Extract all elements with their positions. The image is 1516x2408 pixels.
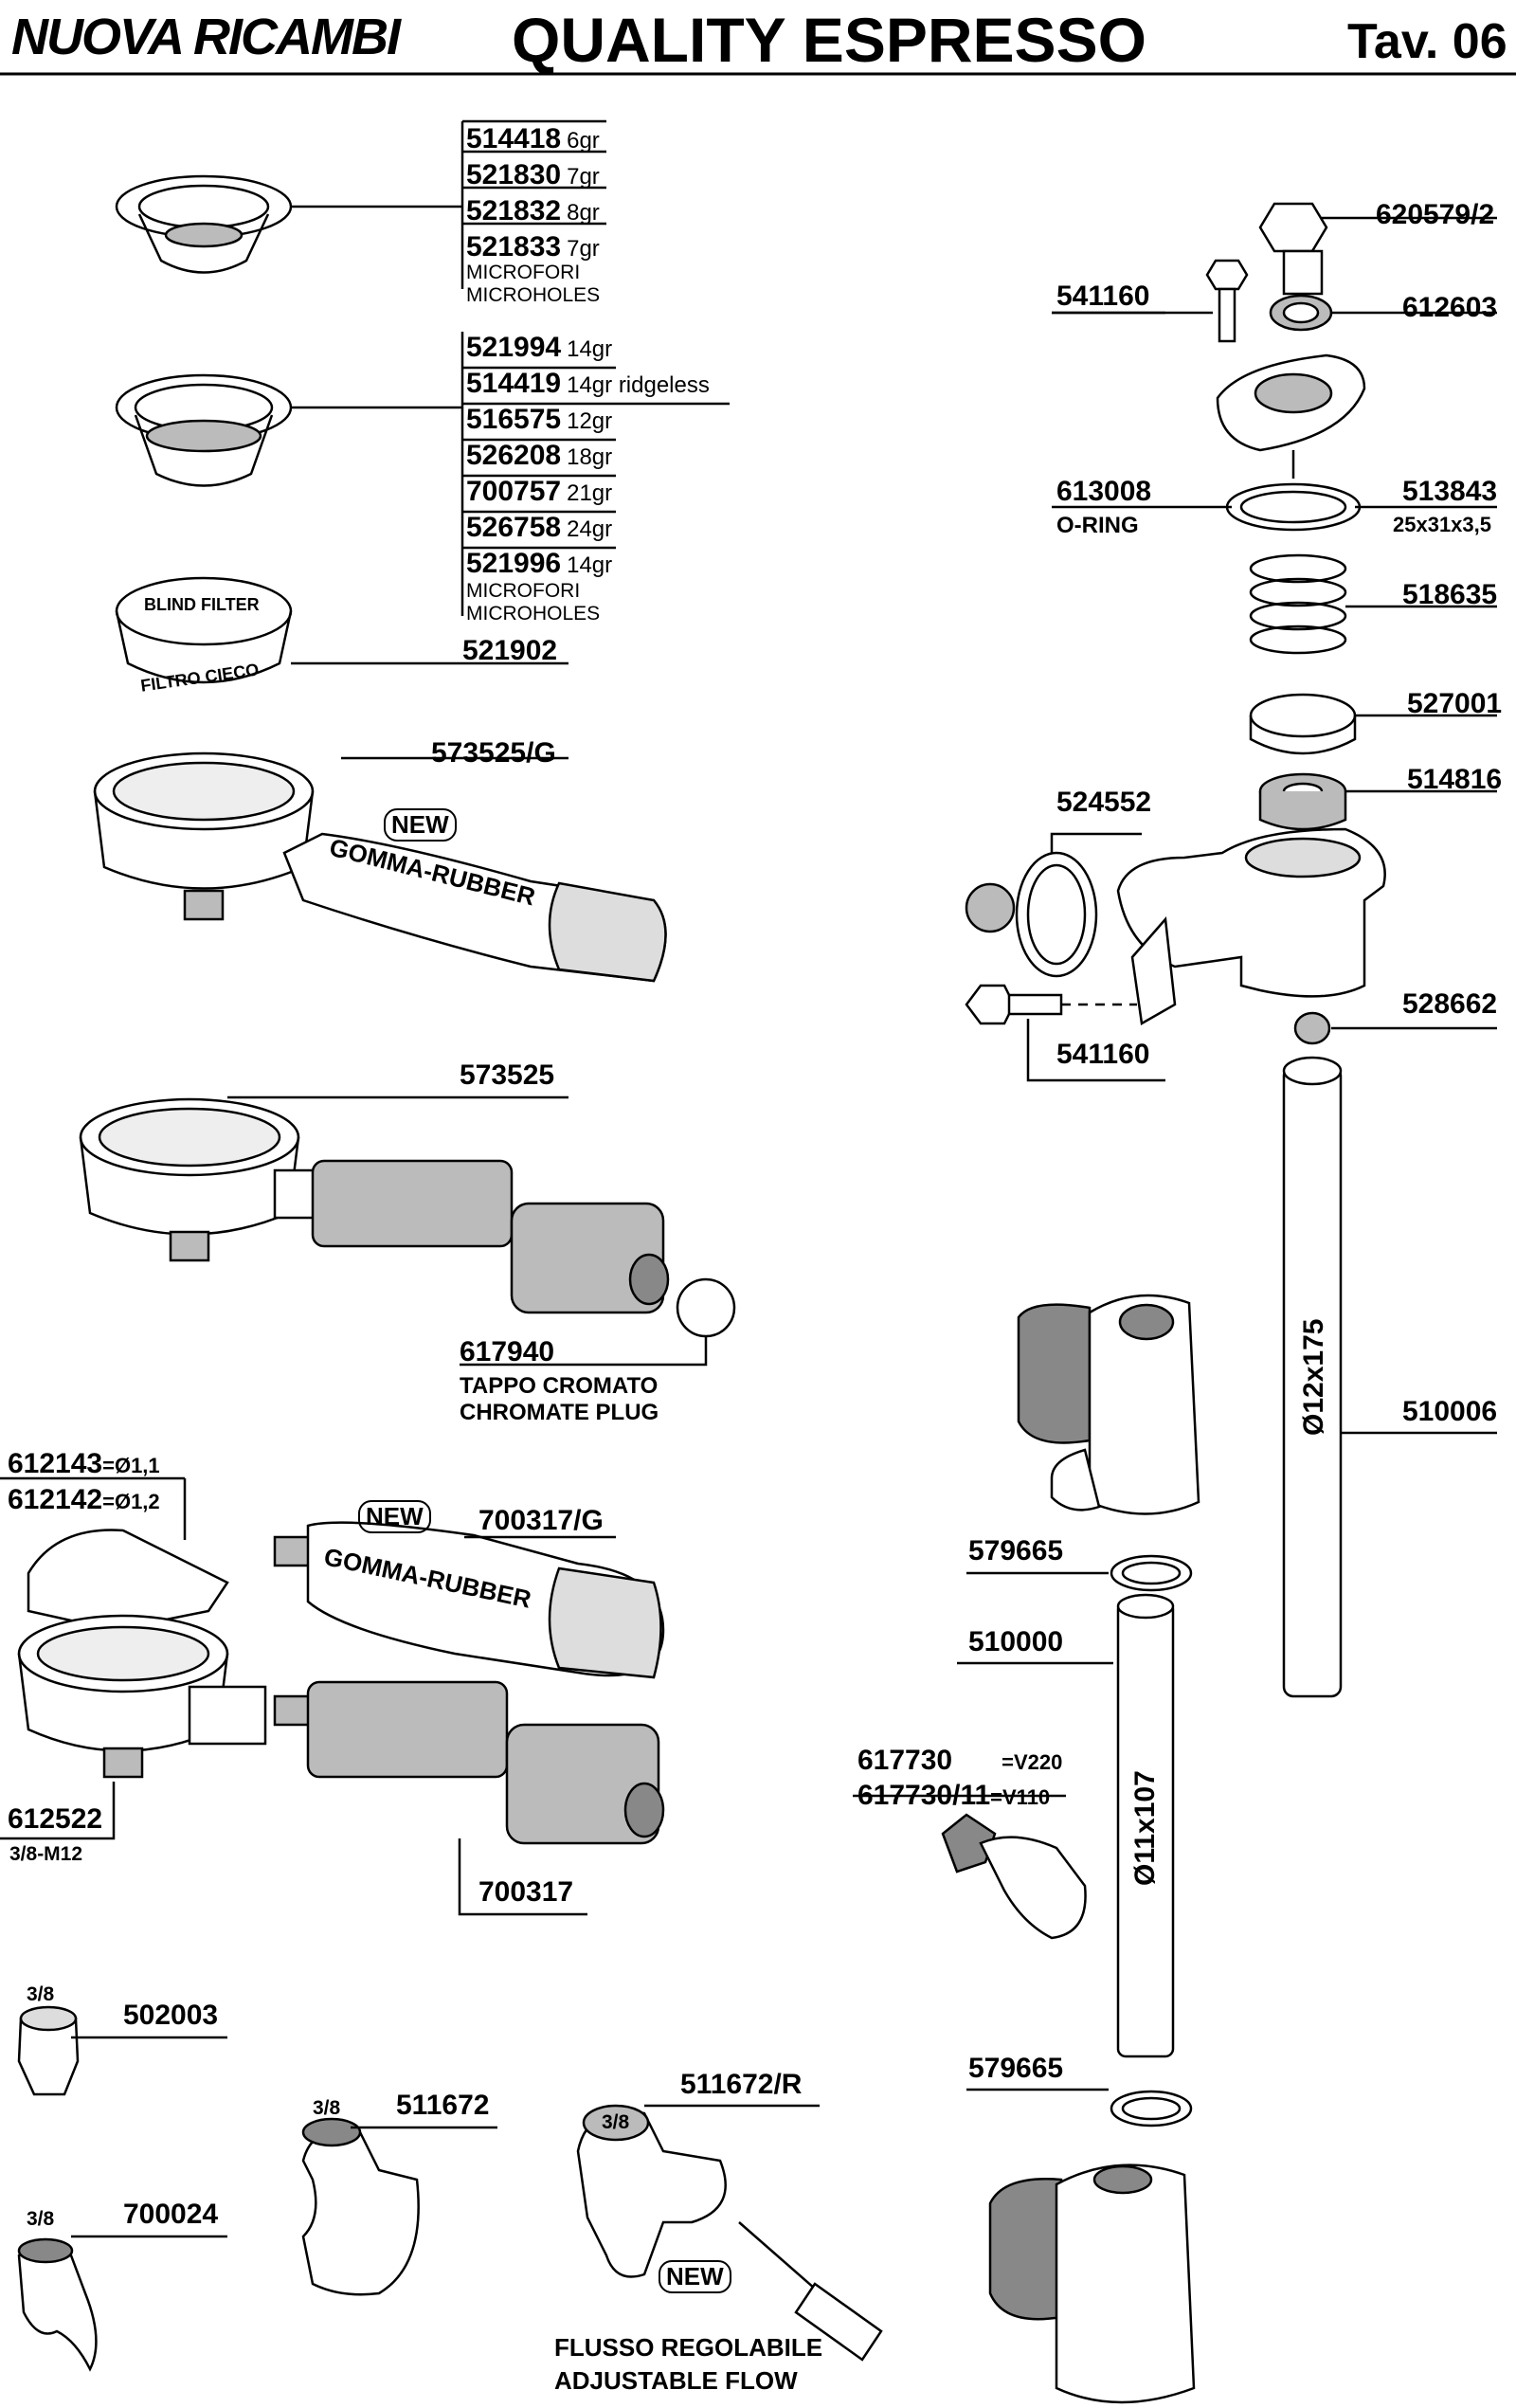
part-label: 513843: [1402, 476, 1498, 507]
spout-size: 3/8: [27, 1983, 55, 2005]
part-label: 511672: [396, 2090, 490, 2121]
filter-note: MICROFORI: [466, 262, 581, 283]
ball: [965, 882, 1016, 933]
part-label: 573525: [460, 1059, 555, 1091]
filter-note: MICROHOLES: [466, 284, 601, 306]
oring-579665b: [966, 2088, 1193, 2127]
handle-rubber: [273, 1521, 665, 1679]
blind-filter-text: BLIND FILTER: [144, 595, 260, 614]
plug-note: TAPPO CROMATO: [460, 1373, 659, 1399]
part-label: 510000: [968, 1626, 1064, 1657]
blind-filter: [115, 576, 293, 684]
filter-note: MICROHOLES: [466, 603, 601, 625]
spring-coil: [1249, 553, 1393, 655]
part-label: 521902: [462, 635, 558, 666]
page-title: QUALITY ESPRESSO: [512, 5, 1146, 75]
gasket-side: [1015, 832, 1142, 978]
part-label: 700317: [478, 1876, 574, 1908]
part-label: 541160: [1056, 1039, 1150, 1070]
nut-ring: [1269, 294, 1374, 332]
portafilter-body-spring: [0, 1476, 267, 1840]
part-label: 700024: [123, 2199, 219, 2230]
part-label: 617730/11=V110: [857, 1780, 1051, 1811]
part-label: 579665: [968, 2053, 1064, 2084]
part-label: 524552: [1056, 787, 1152, 818]
part-label: 620579/2: [1376, 199, 1495, 230]
part-label: 510006: [1402, 1396, 1498, 1427]
brand-logo: NUOVA RICAMBI: [11, 9, 401, 65]
part-note: 25x31x3,5: [1393, 513, 1491, 536]
part-label: 612143=Ø1,1: [8, 1448, 160, 1479]
tube-dimension: Ø12x175: [1298, 1318, 1329, 1436]
table-number: Tav. 06: [1347, 14, 1507, 69]
spout-double: [301, 2117, 497, 2296]
flow-note: ADJUSTABLE FLOW: [554, 2366, 798, 2395]
part-label: 617940: [460, 1336, 555, 1367]
tube-long: [1282, 1056, 1398, 1698]
new-badge: NEW: [358, 1500, 431, 1533]
part-label: 573525/G: [431, 737, 556, 769]
part-label: 612522: [8, 1803, 103, 1835]
part-label: 612142=Ø1,2: [8, 1484, 160, 1515]
part-label: 518635: [1402, 579, 1498, 610]
tube-short: [957, 1593, 1175, 2058]
handle-plain: [273, 1680, 665, 1916]
flow-note: FLUSSO REGOLABILE: [554, 2333, 823, 2362]
portafilter-plain: [79, 1095, 736, 1367]
oring-579665a: [966, 1554, 1193, 1592]
block-lower: [988, 2164, 1196, 2404]
ball-small: [1293, 1011, 1393, 1045]
part-label: 528662: [1402, 988, 1498, 1020]
solenoid-valve: [853, 1794, 1087, 1940]
plug-note: CHROMATE PLUG: [460, 1400, 659, 1425]
bolt-side: [965, 984, 1165, 1082]
spout-size: 3/8: [602, 2111, 630, 2133]
part-label: 527001: [1407, 688, 1503, 719]
spout-size: 3/8: [27, 2208, 55, 2230]
seal-washer: [1258, 772, 1402, 831]
part-label: 613008: [1056, 476, 1152, 507]
part-label: 514816: [1407, 764, 1503, 795]
portafilter-rubber-handle: [93, 751, 667, 983]
part-label: 511672/R: [680, 2069, 803, 2100]
part-label: 617730=V220: [857, 1745, 1063, 1776]
part-label: 700317/G: [478, 1505, 604, 1536]
block-upper: [1017, 1294, 1200, 1515]
gasket-oring: [1052, 482, 1497, 532]
flange-plate: [1216, 353, 1366, 479]
filter-basket-single: [115, 174, 293, 274]
part-label: 612603: [1402, 292, 1498, 323]
part-label: 579665: [968, 1535, 1064, 1566]
part-label: 541160: [1056, 281, 1150, 312]
spout-adjustable: [576, 2104, 883, 2362]
pf-body-note: 3/8-M12: [9, 1843, 83, 1865]
filter-basket-double: [115, 373, 293, 487]
new-badge: NEW: [384, 808, 457, 842]
group-body: [1116, 827, 1386, 1025]
spout-nut: [17, 2005, 227, 2096]
tube-dimension: Ø11x107: [1129, 1770, 1161, 1886]
filter-note: MICROFORI: [466, 580, 581, 602]
spout-size: 3/8: [313, 2097, 341, 2119]
new-badge: NEW: [659, 2260, 731, 2293]
part-label: 502003: [123, 2000, 219, 2031]
spout-curved: [17, 2235, 227, 2372]
bolt-hex: [1258, 202, 1374, 296]
part-note: O-RING: [1056, 513, 1139, 538]
valve-head: [1249, 693, 1402, 755]
